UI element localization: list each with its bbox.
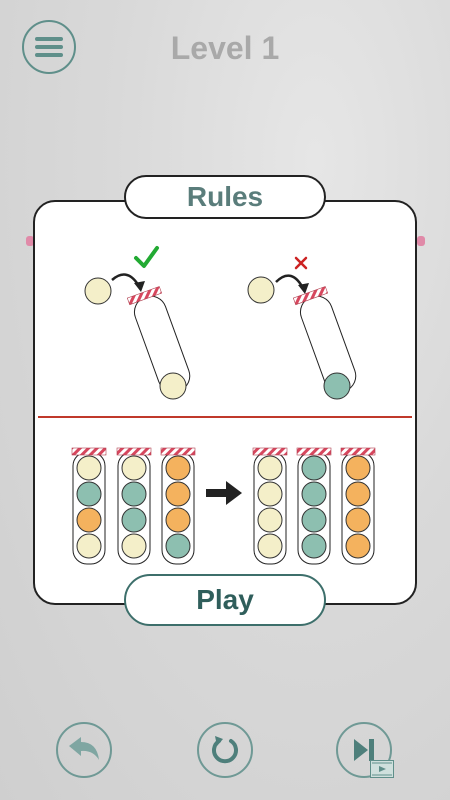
ball-cream-in-tube: [159, 372, 187, 400]
ball-teal: [165, 533, 191, 559]
level-title: Level 1: [170, 30, 280, 66]
before-tube: [71, 447, 107, 565]
video-ad-icon: [370, 760, 394, 778]
tube-cap: [116, 447, 152, 456]
ball-orange: [165, 507, 191, 533]
undo-arrow-icon: [69, 737, 99, 760]
ball-cream: [121, 533, 147, 559]
move-arrow-icon: [111, 273, 142, 289]
tube-cap: [71, 447, 107, 456]
panel-nub-right: [417, 236, 425, 246]
rules-divider: [38, 416, 412, 418]
cross-icon: [294, 256, 308, 270]
restart-icon: [212, 736, 238, 764]
ball-orange: [165, 481, 191, 507]
before-tube: [160, 447, 196, 565]
example-tubes: [71, 447, 376, 565]
ball-cream: [121, 455, 147, 481]
skip-level-button[interactable]: [336, 722, 394, 778]
after-tube: [252, 447, 288, 565]
ball-orange: [345, 455, 371, 481]
after-tube: [340, 447, 376, 565]
tube-cap: [340, 447, 376, 456]
menu-button[interactable]: [22, 20, 76, 74]
ball-orange: [165, 455, 191, 481]
ball-cream: [76, 455, 102, 481]
hamburger-icon: [35, 37, 63, 57]
restart-button[interactable]: [197, 722, 253, 778]
ball-teal: [301, 481, 327, 507]
after-tube: [296, 447, 332, 565]
right-arrow-icon: [206, 481, 242, 505]
undo-button[interactable]: [56, 722, 112, 778]
ball-cream-loose: [247, 276, 275, 304]
ball-orange: [345, 481, 371, 507]
ball-orange: [345, 507, 371, 533]
ball-teal-in-tube: [323, 372, 351, 400]
move-arrow-icon: [275, 274, 306, 291]
play-button[interactable]: Play: [124, 574, 326, 626]
ball-cream: [257, 507, 283, 533]
before-tube: [116, 447, 152, 565]
ball-teal: [121, 507, 147, 533]
ball-orange: [345, 533, 371, 559]
skip-icon: [354, 739, 374, 761]
rules-title: Rules: [124, 175, 326, 219]
ball-cream: [76, 533, 102, 559]
ball-cream: [257, 455, 283, 481]
ball-teal: [301, 507, 327, 533]
ball-teal: [301, 533, 327, 559]
check-icon: [134, 246, 159, 268]
ball-teal: [76, 481, 102, 507]
tube-cap: [296, 447, 332, 456]
ball-cream: [257, 481, 283, 507]
panel-nub-left: [26, 236, 34, 246]
ball-cream-loose: [84, 277, 112, 305]
ball-teal: [121, 481, 147, 507]
ball-orange: [76, 507, 102, 533]
tube-cap: [160, 447, 196, 456]
ball-cream: [257, 533, 283, 559]
tube-cap: [252, 447, 288, 456]
ball-teal: [301, 455, 327, 481]
